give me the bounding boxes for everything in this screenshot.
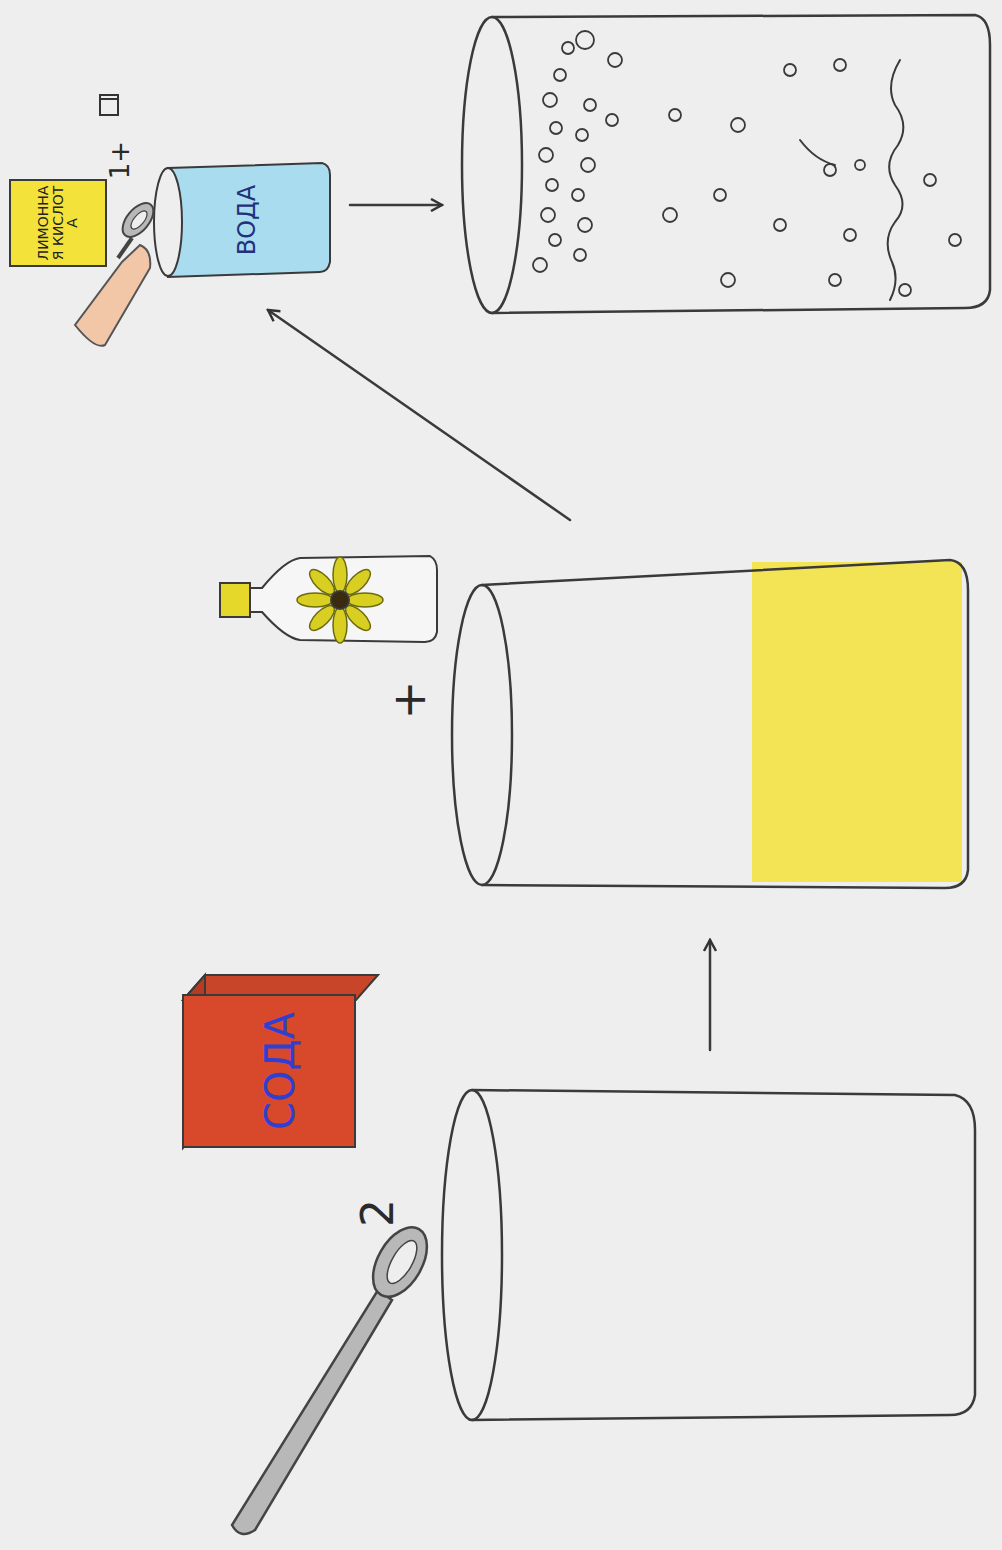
arrow <box>709 940 712 1050</box>
callout-number: 2 <box>356 1199 400 1227</box>
soda-label-box: СОДА <box>232 1001 328 1141</box>
oil-bottle <box>220 556 437 643</box>
citric-acid-packet <box>10 180 106 266</box>
water-bottle <box>154 163 330 277</box>
water-label-box: ВОДА <box>213 172 283 268</box>
quantity-label-holder: 1+ <box>105 139 135 181</box>
arrow <box>268 310 570 520</box>
plus-sign-holder: + <box>383 679 433 722</box>
oil-glass <box>452 560 968 888</box>
hand-with-spoon <box>75 198 159 346</box>
plus-sign: + <box>385 681 431 720</box>
glass-symbol <box>100 95 118 115</box>
callout-number-holder: 2 <box>354 1197 402 1229</box>
soda-box <box>183 975 378 1148</box>
spoon <box>232 1218 438 1534</box>
node-text: СОДА <box>259 1012 301 1130</box>
citric-acid-label-box: ЛИМОННАЯ КИСЛОТА <box>12 181 104 265</box>
arrow <box>350 204 442 207</box>
quantity-label: 1+ <box>107 141 133 179</box>
bubbling-glass <box>462 15 990 313</box>
empty-glass <box>442 1090 975 1420</box>
node-text: ВОДА <box>235 185 260 256</box>
node-text: ЛИМОННАЯ КИСЛОТА <box>36 185 80 261</box>
